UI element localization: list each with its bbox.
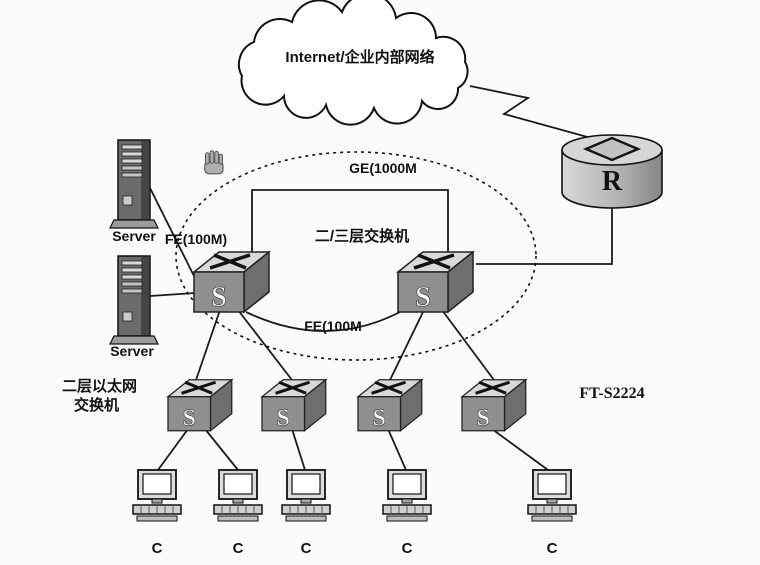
cloud-label: Internet/企业内部网络: [285, 48, 434, 66]
pc-4-label: C: [402, 540, 413, 557]
link-core1-access2: [237, 309, 293, 381]
link-access1-pc2: [204, 428, 239, 471]
link-access3-pc4: [387, 428, 407, 471]
link-server1-core1: [149, 187, 199, 285]
access-switch-2: S: [260, 378, 328, 433]
access-switch-1-letter: S: [183, 406, 196, 432]
router-letter: R: [602, 166, 623, 197]
access-switch-1: S: [166, 378, 234, 433]
pc-1-label: C: [152, 540, 163, 557]
fe-middle-link-label: FE(100M: [304, 318, 362, 334]
pc-1-icon: [132, 469, 182, 522]
link-lines: [149, 85, 613, 471]
pc-5-icon: [527, 469, 577, 522]
link-access2-pc3: [291, 428, 306, 471]
pc-3-label: C: [301, 540, 312, 557]
router-diamond: [582, 136, 642, 162]
fe-left-link-label: FE(100M): [165, 231, 227, 247]
internet-cloud: Internet/企业内部网络: [237, 0, 469, 126]
link-cloud-router: [469, 85, 603, 142]
core-group-dashed-ellipse: [175, 151, 537, 361]
pc-2-icon: [213, 469, 263, 522]
router-icon: R: [561, 134, 663, 209]
core-switch-1-letter: S: [211, 282, 227, 313]
pc-2-label: C: [233, 540, 244, 557]
server-1-label: Server: [112, 228, 156, 244]
cloud-shape: [237, 0, 469, 126]
link-access4-pc5: [491, 428, 549, 471]
access-switch-label-line1: 二层以太网: [62, 377, 137, 395]
pc-4-icon: [382, 469, 432, 522]
access-switch-2-letter: S: [277, 406, 290, 432]
link-access1-pc1: [157, 428, 189, 471]
link-core2-access3: [389, 309, 425, 381]
core-switch-2-letter: S: [415, 282, 431, 313]
hand-cursor-icon: [204, 150, 224, 175]
server-2-label: Server: [110, 343, 154, 359]
link-ge-core1-core2: [251, 189, 449, 252]
core-switch-1: S: [192, 250, 271, 314]
link-router-core2: [476, 206, 613, 265]
core-switch-group-label: 二/三层交换机: [315, 227, 409, 245]
pc-5-label: C: [547, 540, 558, 557]
access-switch-4-letter: S: [477, 406, 490, 432]
access-switch-label-line2: 交换机: [74, 396, 119, 414]
access-switch-3: S: [356, 378, 424, 433]
core-switch-2: S: [396, 250, 475, 314]
link-fe-core1-core2: [245, 311, 401, 332]
link-core1-access1: [195, 309, 221, 381]
access-switch-model-label: FT-S2224: [579, 385, 644, 402]
link-core2-access4: [441, 309, 495, 381]
pc-3-icon: [281, 469, 331, 522]
access-switch-4: S: [460, 378, 528, 433]
ge-link-label: GE(1000M: [349, 160, 417, 176]
access-switch-3-letter: S: [373, 406, 386, 432]
